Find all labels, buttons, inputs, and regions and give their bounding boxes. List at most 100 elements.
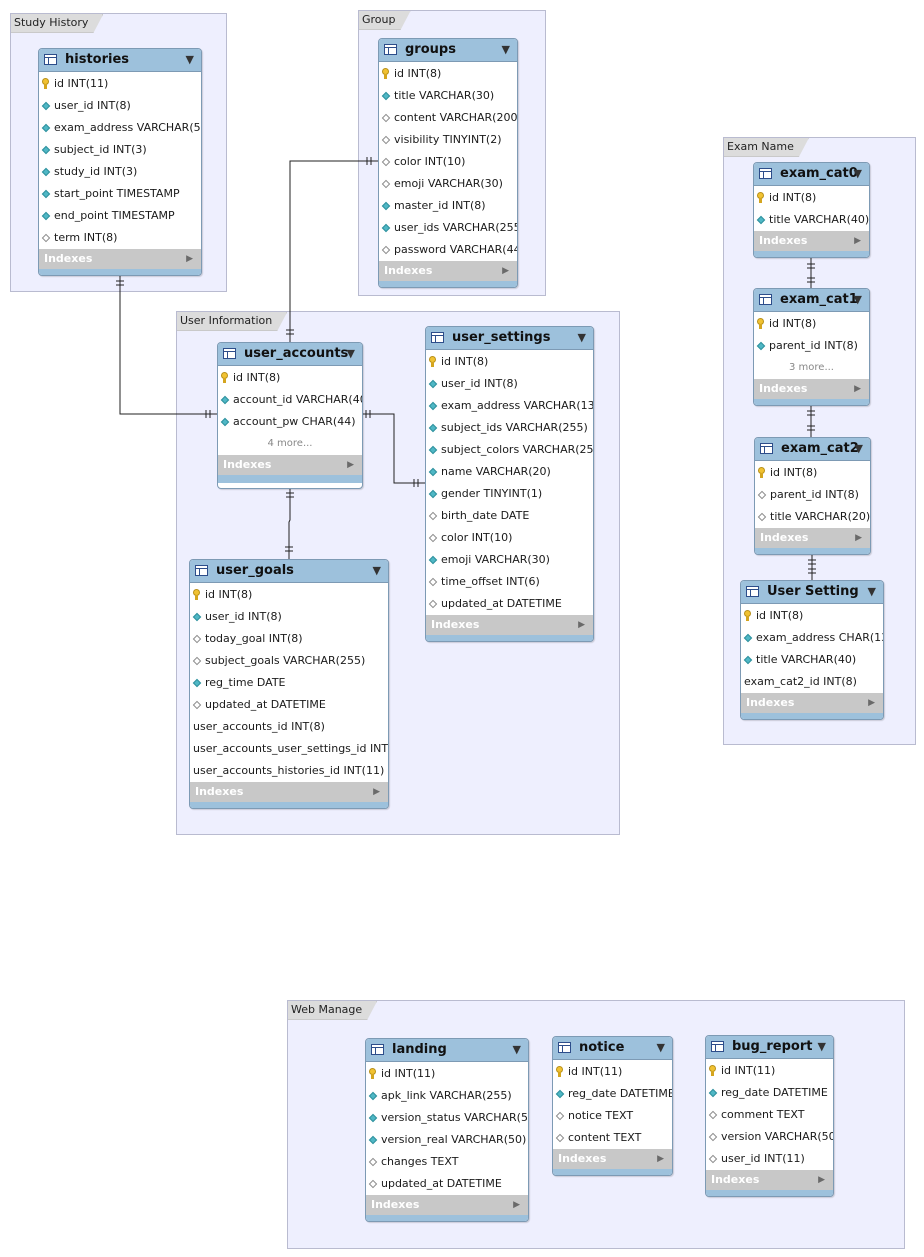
table-exam-cat0[interactable]: exam_cat0▼id INT(8)title VARCHAR(40)Inde… [753,162,870,258]
column-row[interactable]: id INT(8) [426,351,593,373]
triangle-right-icon[interactable]: ▶ [818,1175,825,1185]
more-columns-label[interactable]: 3 more... [789,362,834,373]
table-header[interactable]: bug_report▼ [706,1036,833,1059]
triangle-right-icon[interactable]: ▶ [657,1154,664,1164]
triangle-right-icon[interactable]: ▶ [502,266,509,276]
column-row[interactable]: color INT(10) [426,527,593,549]
column-row[interactable]: exam_address VARCHAR(13) [426,395,593,417]
column-row[interactable]: title VARCHAR(40) [741,649,883,671]
column-row[interactable]: start_point TIMESTAMP [39,183,201,205]
column-row[interactable]: name VARCHAR(20) [426,461,593,483]
column-row[interactable]: id INT(8) [741,605,883,627]
column-row[interactable]: updated_at DATETIME [426,593,593,615]
more-columns-label[interactable]: 4 more... [267,438,313,449]
column-row[interactable]: id INT(8) [379,63,517,85]
table-exam-cat1[interactable]: exam_cat1▼id INT(8)parent_id INT(8)3 mor… [753,288,870,406]
column-row[interactable]: emoji VARCHAR(30) [426,549,593,571]
column-row[interactable]: title VARCHAR(30) [379,85,517,107]
triangle-down-icon[interactable]: ▼ [501,43,510,56]
table-user-goals[interactable]: user_goals▼id INT(8)user_id INT(8)today_… [189,559,389,809]
column-row[interactable]: title VARCHAR(20) [755,506,870,528]
triangle-right-icon[interactable]: ▶ [854,236,861,246]
column-row[interactable]: id INT(8) [218,367,362,389]
indexes-section[interactable]: Indexes▶ [754,379,869,399]
indexes-section[interactable]: Indexes▶ [39,249,201,269]
table-header[interactable]: exam_cat0▼ [754,163,869,186]
column-row[interactable]: updated_at DATETIME [366,1173,528,1195]
table-histories[interactable]: histories▼id INT(11)user_id INT(8)exam_a… [38,48,202,276]
column-row[interactable]: user_id INT(8) [426,373,593,395]
column-row[interactable]: master_id INT(8) [379,195,517,217]
indexes-section[interactable]: Indexes▶ [366,1195,528,1215]
table-groups[interactable]: groups▼id INT(8)title VARCHAR(30)content… [378,38,518,288]
triangle-down-icon[interactable]: ▼ [512,1043,521,1056]
table-header[interactable]: user_accounts▼ [218,343,362,366]
column-row[interactable]: user_ids VARCHAR(255) [379,217,517,239]
column-row[interactable]: subject_ids VARCHAR(255) [426,417,593,439]
column-row[interactable]: user_accounts_id INT(8) [190,716,388,738]
column-row[interactable]: content VARCHAR(200) [379,107,517,129]
column-row[interactable]: emoji VARCHAR(30) [379,173,517,195]
column-row[interactable]: version VARCHAR(50) [706,1126,833,1148]
triangle-right-icon[interactable]: ▶ [855,533,862,543]
triangle-down-icon[interactable]: ▼ [185,53,194,66]
triangle-right-icon[interactable]: ▶ [854,384,861,394]
column-row[interactable]: user_accounts_user_settings_id INT(8) [190,738,388,760]
column-row[interactable]: id INT(11) [39,73,201,95]
column-row[interactable]: id INT(11) [553,1061,672,1083]
column-row[interactable]: subject_colors VARCHAR(255) [426,439,593,461]
column-row[interactable]: subject_goals VARCHAR(255) [190,650,388,672]
indexes-section[interactable]: Indexes▶ [553,1149,672,1169]
triangle-down-icon[interactable]: ▼ [346,347,355,360]
column-row[interactable]: color INT(10) [379,151,517,173]
column-row[interactable]: subject_id INT(3) [39,139,201,161]
triangle-right-icon[interactable]: ▶ [347,460,354,470]
triangle-down-icon[interactable]: ▼ [853,293,862,306]
column-row[interactable]: version_real VARCHAR(50) [366,1129,528,1151]
table-header[interactable]: notice▼ [553,1037,672,1060]
column-row[interactable]: term INT(8) [39,227,201,249]
table-header[interactable]: landing▼ [366,1039,528,1062]
triangle-down-icon[interactable]: ▼ [854,442,863,455]
column-row[interactable]: comment TEXT [706,1104,833,1126]
column-row[interactable]: reg_date DATETIME [553,1083,672,1105]
indexes-section[interactable]: Indexes▶ [754,231,869,251]
table-header[interactable]: user_settings▼ [426,327,593,350]
column-row[interactable]: id INT(8) [754,313,869,335]
column-row[interactable]: account_id VARCHAR(40) [218,389,362,411]
table-header[interactable]: user_goals▼ [190,560,388,583]
column-row[interactable]: reg_time DATE [190,672,388,694]
triangle-right-icon[interactable]: ▶ [513,1200,520,1210]
table-header[interactable]: User Setting▼ [741,581,883,604]
column-row[interactable]: changes TEXT [366,1151,528,1173]
column-row[interactable]: user_accounts_histories_id INT(11) [190,760,388,782]
triangle-down-icon[interactable]: ▼ [372,564,381,577]
triangle-right-icon[interactable]: ▶ [186,254,193,264]
column-row[interactable]: updated_at DATETIME [190,694,388,716]
indexes-section[interactable]: Indexes▶ [379,261,517,281]
column-row[interactable]: exam_cat2_id INT(8) [741,671,883,693]
column-row[interactable]: id INT(8) [754,187,869,209]
column-row[interactable]: apk_link VARCHAR(255) [366,1085,528,1107]
column-row[interactable]: user_id INT(8) [39,95,201,117]
table-header[interactable]: groups▼ [379,39,517,62]
table-user-settings[interactable]: user_settings▼id INT(8)user_id INT(8)exa… [425,326,594,642]
table-user-setting[interactable]: User Setting▼id INT(8)exam_address CHAR(… [740,580,884,720]
triangle-down-icon[interactable]: ▼ [577,331,586,344]
triangle-down-icon[interactable]: ▼ [867,585,876,598]
column-row[interactable]: today_goal INT(8) [190,628,388,650]
column-row[interactable]: visibility TINYINT(2) [379,129,517,151]
column-row[interactable]: birth_date DATE [426,505,593,527]
indexes-section[interactable]: Indexes▶ [755,528,870,548]
column-row[interactable]: id INT(8) [755,462,870,484]
column-row[interactable]: user_id INT(11) [706,1148,833,1170]
column-row[interactable]: reg_date DATETIME [706,1082,833,1104]
triangle-down-icon[interactable]: ▼ [817,1040,826,1053]
column-row[interactable]: parent_id INT(8) [755,484,870,506]
column-row[interactable]: id INT(11) [366,1063,528,1085]
table-header[interactable]: histories▼ [39,49,201,72]
triangle-down-icon[interactable]: ▼ [656,1041,665,1054]
table-exam-cat2[interactable]: exam_cat2▼id INT(8)parent_id INT(8)title… [754,437,871,555]
triangle-right-icon[interactable]: ▶ [578,620,585,630]
